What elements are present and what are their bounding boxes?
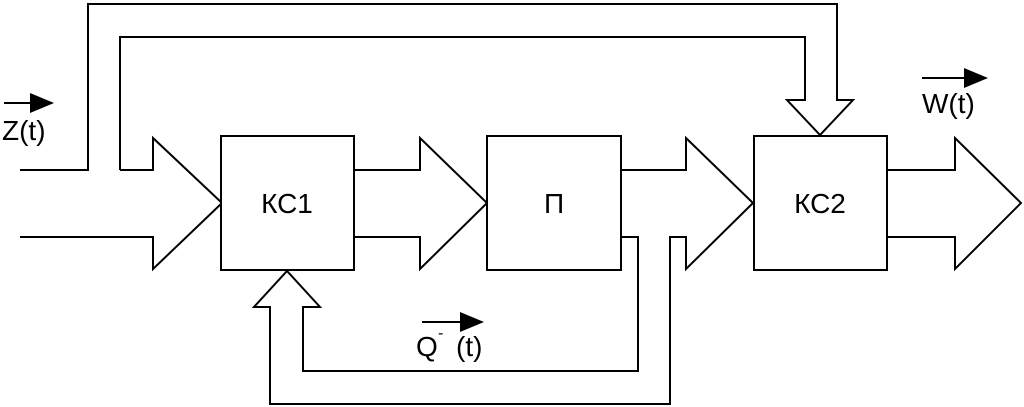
signal-z-label: Z(t) bbox=[2, 115, 46, 146]
signal-w-label: W(t) bbox=[922, 88, 975, 119]
arrow-p-to-ks2 bbox=[251, 135, 755, 405]
block-ks2-label: КС2 bbox=[794, 188, 846, 219]
signal-q-superscript: - bbox=[438, 325, 443, 342]
block-ks1 bbox=[220, 135, 355, 271]
arrow-ks1-to-p bbox=[354, 135, 489, 272]
output-arrow-w bbox=[887, 135, 1023, 272]
signal-q-letter: Q bbox=[416, 331, 438, 362]
block-p-label: П bbox=[544, 188, 564, 219]
block-ks2 bbox=[753, 135, 888, 271]
block-p bbox=[486, 135, 622, 271]
block-ks1-label: КС1 bbox=[261, 188, 313, 219]
signal-q-arg: (t) bbox=[456, 331, 482, 362]
outer-feedforward-band bbox=[87, 3, 856, 170]
